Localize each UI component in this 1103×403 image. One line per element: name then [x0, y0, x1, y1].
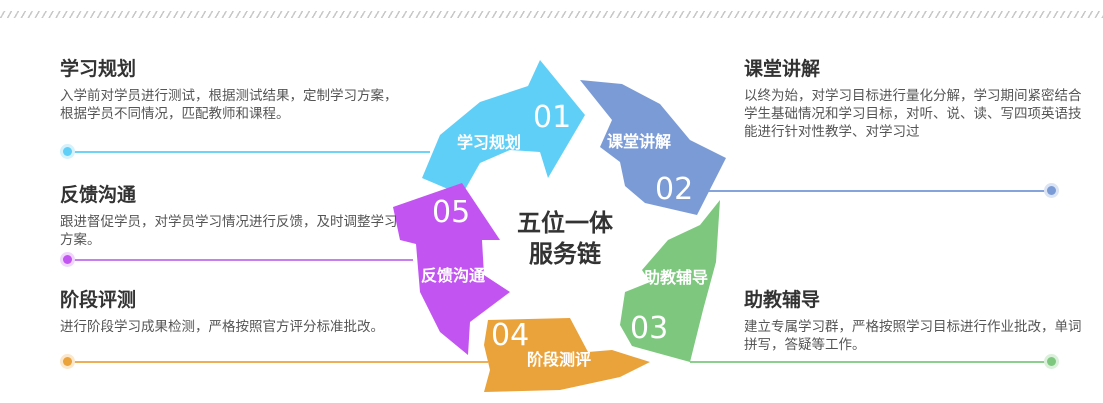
connector-line-03 [690, 361, 1052, 363]
arrow-02 [580, 80, 726, 215]
step-block-02: 课堂讲解 以终为始，对学习目标进行量化分解，学习期间紧密结合学生基础情况和学习目… [744, 54, 1084, 141]
arrow-05 [393, 183, 510, 355]
step-title: 助教辅导 [744, 289, 821, 311]
arrow-label-04: 阶段测评 [527, 350, 592, 369]
arrow-04 [484, 318, 650, 392]
step-number-01: 01 [533, 100, 572, 135]
center-title: 五位一体 服务链 [505, 208, 625, 270]
connector-dot-01 [63, 147, 72, 156]
step-title: 阶段评测 [60, 289, 137, 311]
step-title: 学习规划 [60, 58, 137, 80]
step-title: 反馈沟通 [60, 184, 137, 206]
center-title-line-2: 服务链 [529, 240, 601, 268]
arrow-label-03: 助教辅导 [644, 268, 709, 287]
step-title: 课堂讲解 [744, 58, 821, 80]
step-desc: 以终为始，对学习目标进行量化分解，学习期间紧密结合学生基础情况和学习目标，对听、… [744, 88, 1082, 140]
connector-line-05 [68, 259, 413, 261]
step-desc: 跟进督促学员，对学员学习情况进行反馈，及时调整学习方案。 [60, 214, 398, 248]
center-title-line-1: 五位一体 [517, 209, 613, 237]
connector-line-04 [68, 361, 488, 363]
connector-dot-02 [1047, 186, 1056, 195]
connector-line-01 [68, 151, 430, 153]
step-number-02: 02 [655, 172, 694, 207]
connector-dot-04 [63, 357, 72, 366]
step-number-04: 04 [491, 318, 530, 353]
step-block-05: 反馈沟通 跟进督促学员，对学员学习情况进行反馈，及时调整学习方案。 [60, 180, 400, 249]
arrow-03 [620, 200, 720, 362]
connector-line-02 [700, 190, 1052, 192]
hatched-divider [0, 11, 1103, 18]
step-block-03: 助教辅导 建立专属学习群，严格按照学习目标进行作业批改，单词拼写，答疑等工作。 [744, 285, 1084, 354]
arrow-label-02: 课堂讲解 [607, 132, 672, 151]
step-desc: 入学前对学员进行测试，根据测试结果，定制学习方案，根据学员不同情况，匹配教师和课… [60, 88, 398, 122]
connector-dot-03 [1047, 357, 1056, 366]
arrow-label-05: 反馈沟通 [421, 266, 486, 285]
arrow-label-01: 学习规划 [457, 133, 522, 152]
step-number-03: 03 [630, 311, 669, 346]
step-block-01: 学习规划 入学前对学员进行测试，根据测试结果，定制学习方案，根据学员不同情况，匹… [60, 54, 400, 123]
step-number-05: 05 [432, 195, 471, 230]
connector-dot-05 [63, 255, 72, 264]
step-desc: 进行阶段学习成果检测，严格按照官方评分标准批改。 [60, 319, 384, 335]
arrow-01 [422, 60, 585, 195]
step-desc: 建立专属学习群，严格按照学习目标进行作业批改，单词拼写，答疑等工作。 [744, 319, 1082, 353]
step-block-04: 阶段评测 进行阶段学习成果检测，严格按照官方评分标准批改。 [60, 285, 400, 336]
